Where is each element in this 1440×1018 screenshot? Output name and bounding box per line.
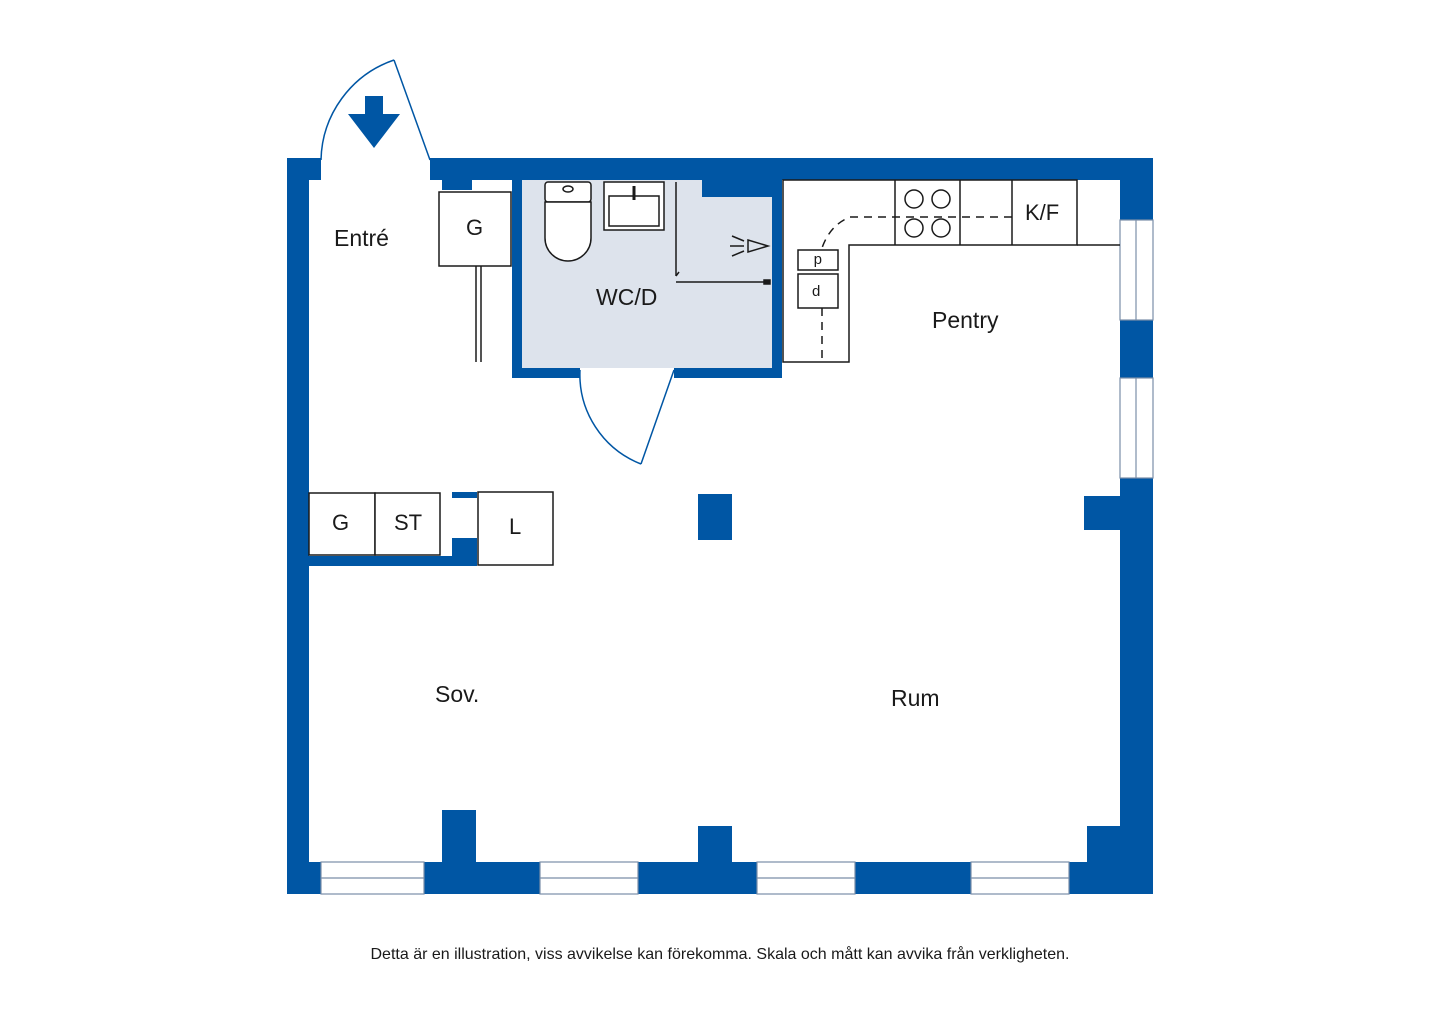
kitchen-counter (782, 179, 1120, 363)
fixture-label-linen: L (509, 514, 521, 539)
room-label-wcd: WC/D (596, 284, 657, 310)
fixture-label-storage: ST (394, 510, 422, 535)
fixture-label-bedroom-wardrobe: G (332, 510, 349, 535)
interior-walls (309, 180, 1120, 862)
windows (320, 219, 1154, 895)
room-label-pentry: Pentry (932, 307, 999, 333)
bathroom-door (579, 369, 675, 465)
storage-row (308, 491, 554, 566)
entrance-arrow-icon (348, 96, 400, 148)
fixture-label-fridge-freezer: K/F (1025, 200, 1059, 225)
fixture-label-dishwasher-upper: d (814, 252, 822, 269)
room-label-sov: Sov. (435, 681, 479, 707)
entrance-door (320, 59, 431, 161)
room-label-entre: Entré (334, 225, 389, 251)
entry-wardrobe (438, 191, 512, 362)
bathroom-fixtures (544, 181, 771, 285)
fixture-label-entry-wardrobe: G (466, 215, 483, 240)
fixture-label-dishwasher: d (812, 283, 820, 300)
disclaimer-text: Detta är en illustration, viss avvikelse… (370, 946, 1070, 963)
room-label-rum: Rum (891, 685, 940, 711)
